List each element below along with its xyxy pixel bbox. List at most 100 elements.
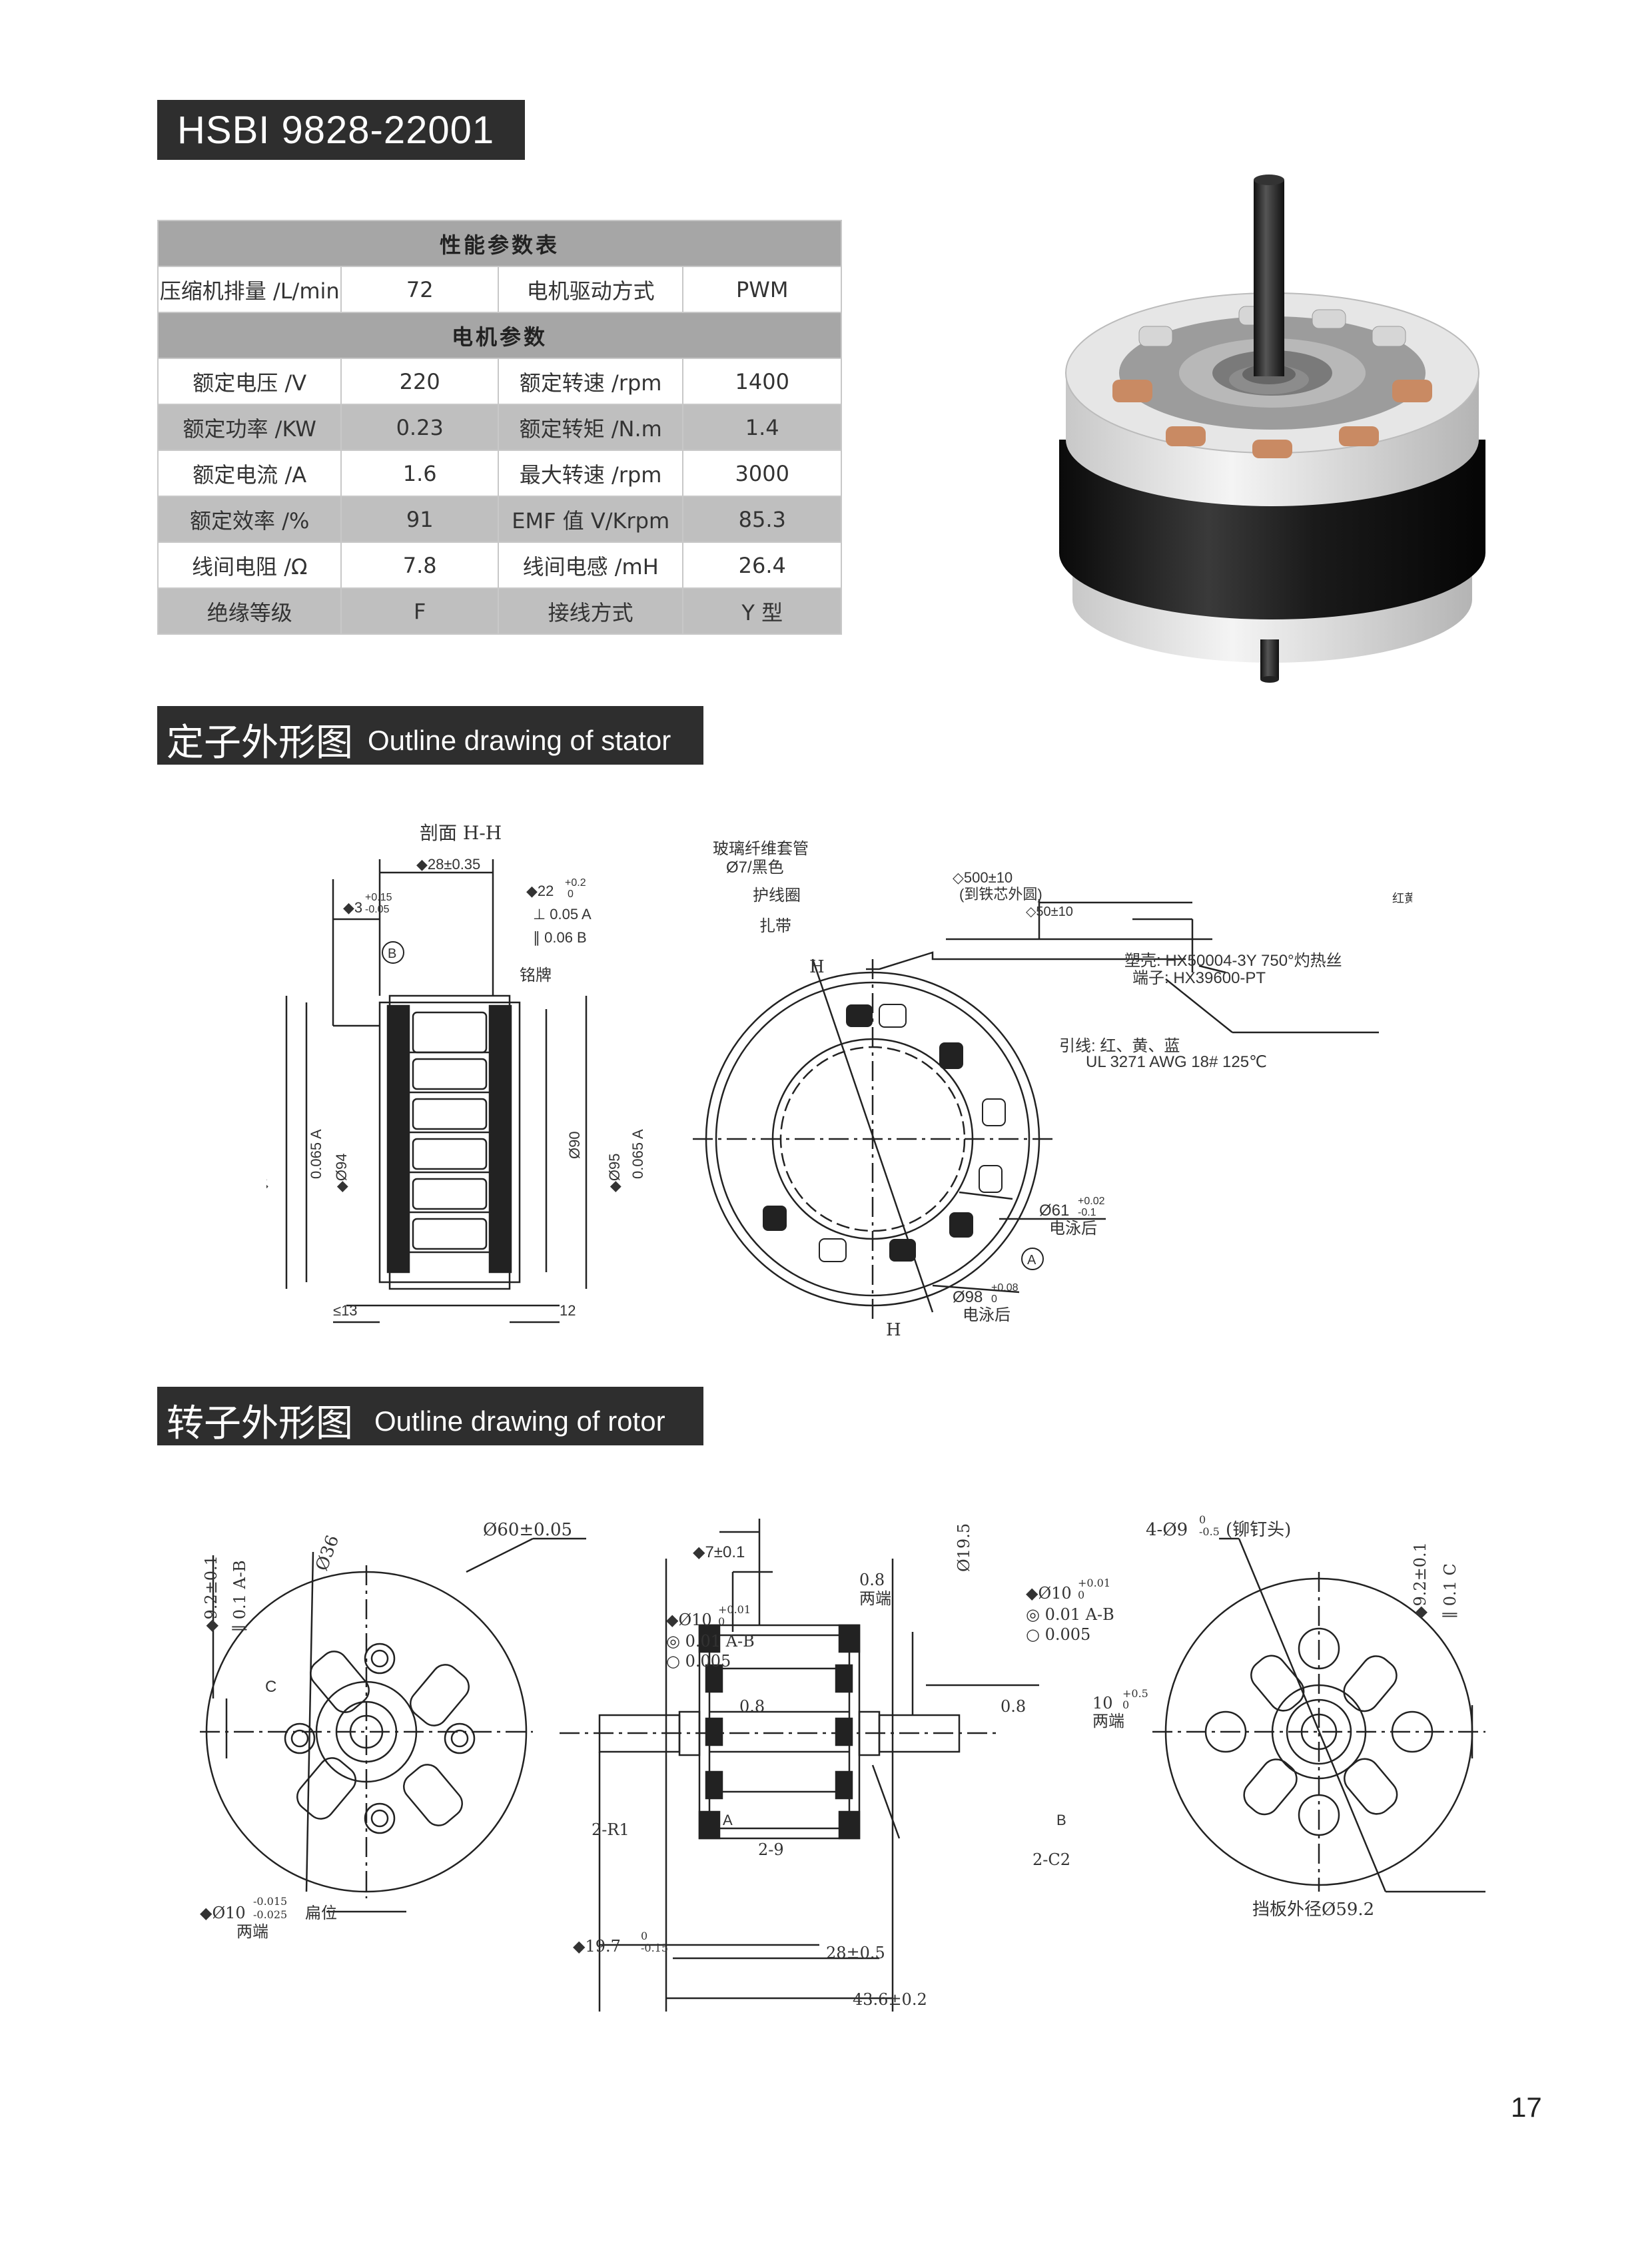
dim-61-tol2: -0.1 [1078, 1207, 1096, 1218]
datum-c: C [265, 1678, 276, 1696]
dim-60: Ø60±0.05 [483, 1520, 572, 1540]
table-cell: 额定效率 /% [157, 496, 342, 543]
table-header-performance: 性能参数表 [157, 220, 842, 267]
dim-19-7: ◆19.7 [573, 1937, 621, 1956]
lead-spec: UL 3271 AWG 18# 125℃ [1086, 1053, 1267, 1071]
table-cell: 额定电压 /V [157, 358, 342, 405]
dim-19-5: Ø19.5 [955, 1523, 973, 1572]
tol-065-right: 0.065 A [629, 1129, 646, 1179]
dim-7: ◆7±0.1 [693, 1543, 745, 1561]
housing-label: 塑壳: HX50004-3Y 750°灼热丝 [1124, 952, 1342, 970]
table-row: 绝缘等级 F 接线方式 Y 型 [157, 587, 842, 635]
datum-b-rotor: B [1056, 1812, 1066, 1828]
dim-95: ◆Ø95 [266, 1153, 270, 1192]
dim-94: ◆Ø94 [333, 1153, 350, 1192]
dim-98-tol2: 0 [991, 1294, 997, 1305]
dim-4x9-tol: 0 [1199, 1513, 1206, 1526]
section-mark-top: H [809, 957, 825, 977]
table-row: 额定电流 /A 1.6 最大转速 /rpm 3000 [157, 450, 842, 497]
table-cell: 额定电流 /A [157, 450, 342, 497]
sleeve-label: 玻璃纤维套管 [713, 840, 809, 858]
table-row: 压缩机排量 /L/min 72 电机驱动方式 PWM [157, 266, 842, 313]
datum-a-rotor: A [723, 1812, 733, 1828]
table-cell: 220 [340, 358, 499, 405]
tol-parallel-c: ∥ 0.1 C [1441, 1563, 1459, 1619]
lead-label: 引线: 红、黄、蓝 [1059, 1037, 1180, 1055]
tol-parallel: ∥ 0.06 B [533, 929, 587, 946]
terminal-label: 端子: HX39600-PT [1132, 969, 1266, 987]
coated-98: 电泳后 [963, 1306, 1011, 1324]
table-cell: 1400 [682, 358, 842, 405]
motor-params-header: 电机参数 [157, 312, 842, 359]
rotor-right-view [1152, 1537, 1485, 1893]
stator-section-title: 定子外形图 Outline drawing of stator [157, 706, 703, 765]
table-cell: 7.8 [340, 542, 499, 589]
cylindricity-a: ○ 0.005 [666, 1652, 731, 1671]
table-row: 额定效率 /% 91 EMF 值 V/Krpm 85.3 [157, 496, 842, 543]
table-cell: 线间电阻 /Ω [157, 542, 342, 589]
section-label: 剖面 H-H [420, 822, 502, 844]
dim-10-a: ◆Ø10 [666, 1611, 712, 1629]
dim-2-9: 2-9 [758, 1840, 784, 1859]
stator-drawing: 剖面 H-H ◆28±0.35 ◆22 +0.2 0 ⊥ 0.05 A ∥ 0.… [266, 822, 1412, 1340]
dim-3-tol2: -0.05 [365, 904, 390, 915]
page-number: 17 [1511, 2091, 1542, 2123]
chamfer-label: 2-C2 [1032, 1850, 1070, 1869]
dim-500-note: (到铁芯外圆) [959, 886, 1042, 903]
section-mark-bottom: H [886, 1320, 901, 1340]
runout-b: ◎ 0.01 A-B [1026, 1605, 1114, 1624]
flat-label: 扁位 [305, 1904, 337, 1922]
dim-10-a-tol2: 0 [718, 1615, 725, 1628]
stator-section-view [285, 859, 588, 1323]
dim-le13: ≤13 [333, 1302, 358, 1319]
radius-label: 2-R1 [592, 1820, 629, 1839]
datum-a: A [1027, 1253, 1036, 1268]
datum-b: B [388, 946, 396, 961]
stator-slots [763, 1004, 1006, 1262]
dim-3: ◆3 [343, 899, 362, 916]
runout-a: ◎ 0.01 A-B [666, 1632, 755, 1651]
dim-4x9-tol2: -0.5 [1199, 1525, 1220, 1538]
dim-28: ◆28±0.35 [416, 856, 480, 873]
table-cell: 额定转矩 /N.m [497, 404, 684, 451]
table-cell: 线间电感 /mH [497, 542, 684, 589]
datum-b-circle [382, 941, 404, 964]
both-ends-mid: 两端 [859, 1589, 891, 1608]
dim-9-2: ◆9.2±0.1 [202, 1555, 220, 1632]
dim-22-tol: +0.2 [565, 877, 586, 889]
dim-10-flat-tol: -0.015 [253, 1895, 287, 1908]
table-cell: 电机驱动方式 [497, 266, 684, 313]
dim-10-length-tol: +0.5 [1122, 1687, 1148, 1700]
both-ends-right: 两端 [1092, 1712, 1124, 1730]
model-title-bar: HSBI 9828-22001 [157, 100, 525, 160]
table-cell: PWM [682, 266, 842, 313]
rotor-title-en: Outline drawing of rotor [374, 1405, 665, 1437]
tol-perp: ⊥ 0.05 A [533, 906, 592, 923]
model-number: HSBI 9828-22001 [177, 109, 495, 152]
dim-12: 12 [560, 1302, 576, 1319]
both-ends-left: 两端 [236, 1922, 268, 1941]
wire-colors: 红黄蓝 [1392, 892, 1412, 905]
baffle-diameter: 挡板外径Ø59.2 [1252, 1900, 1374, 1920]
dim-10-b-tol: +0.01 [1078, 1577, 1110, 1589]
dim-22: ◆22 [526, 883, 554, 899]
dim-3-tol: +0.15 [365, 892, 392, 903]
table-cell: EMF 值 V/Krpm [497, 496, 684, 543]
table-cell: 3000 [682, 450, 842, 497]
rotor-title-cn: 转子外形图 [167, 1402, 353, 1445]
dim-43-6: 43.6±0.2 [853, 1990, 927, 2009]
dim-95-right: ◆Ø95 [606, 1153, 623, 1192]
dim-9-2-right: ◆9.2±0.1 [1411, 1542, 1430, 1619]
stator-title-en: Outline drawing of stator [368, 725, 671, 756]
table-row: 额定功率 /KW 0.23 额定转矩 /N.m 1.4 [157, 404, 842, 451]
performance-header: 性能参数表 [157, 220, 842, 267]
cylindricity-b: ○ 0.005 [1026, 1625, 1090, 1644]
dim-10-b-tol2: 0 [1078, 1589, 1084, 1601]
dim-28: 28±0.5 [826, 1944, 885, 1962]
dim-10-a-tol: +0.01 [718, 1603, 751, 1616]
table-cell: 接线方式 [497, 587, 684, 635]
table-cell: 72 [340, 266, 499, 313]
tie-label: 扎带 [759, 917, 791, 935]
dim-98: Ø98 [953, 1288, 983, 1306]
nameplate-label: 铭牌 [520, 966, 552, 984]
